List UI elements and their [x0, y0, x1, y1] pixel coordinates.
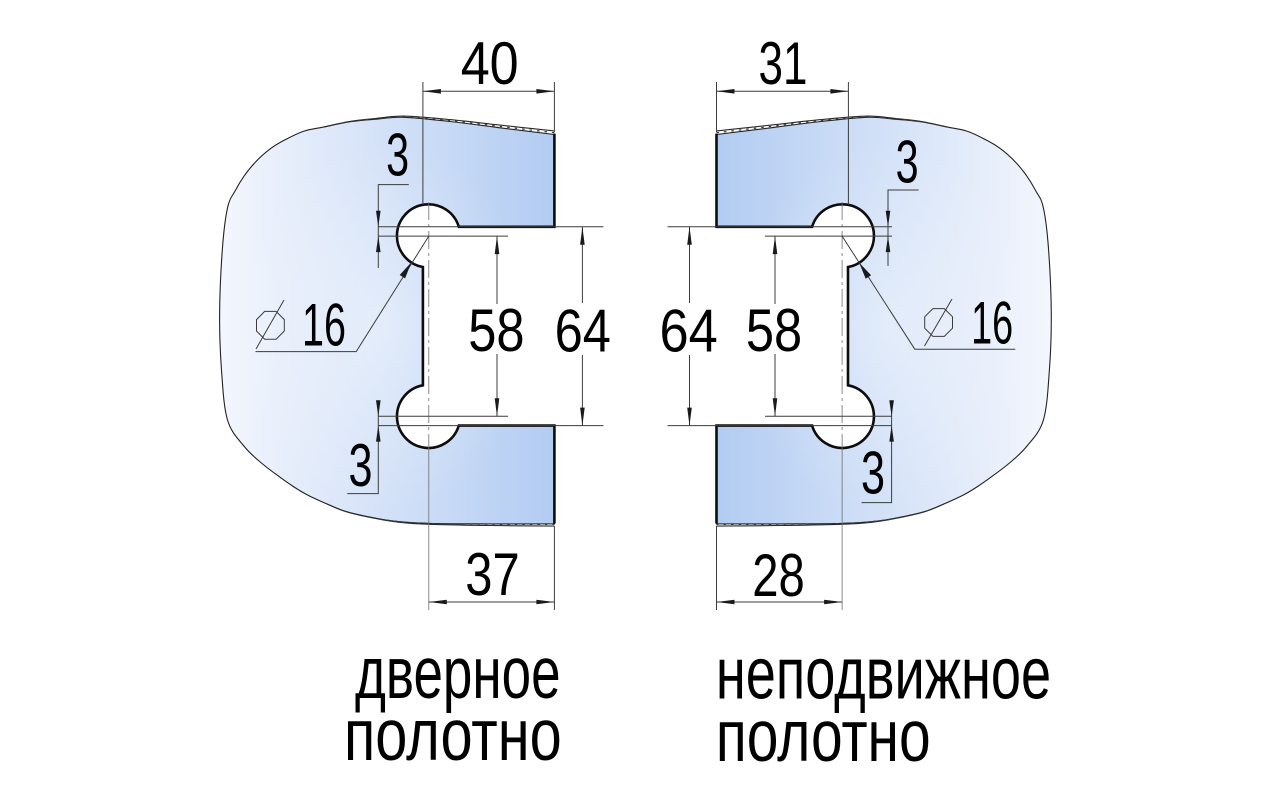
svg-text:37: 37 — [465, 541, 519, 608]
svg-text:31: 31 — [759, 30, 808, 97]
svg-text:3: 3 — [861, 440, 885, 507]
svg-text:64: 64 — [659, 298, 717, 365]
svg-text:58: 58 — [746, 297, 802, 364]
svg-text:16: 16 — [302, 292, 346, 359]
svg-text:полотно: полотно — [716, 696, 931, 777]
svg-text:дверное: дверное — [355, 633, 561, 714]
svg-text:3: 3 — [896, 129, 919, 196]
svg-text:58: 58 — [468, 297, 524, 364]
svg-text:16: 16 — [971, 289, 1013, 356]
svg-text:28: 28 — [752, 542, 805, 609]
svg-text:3: 3 — [349, 432, 373, 499]
svg-text:неподвижное: неподвижное — [716, 634, 1051, 715]
svg-text:40: 40 — [461, 30, 519, 97]
svg-text:3: 3 — [386, 122, 409, 189]
svg-text:64: 64 — [555, 298, 611, 365]
svg-text:полотно: полотно — [344, 695, 562, 776]
